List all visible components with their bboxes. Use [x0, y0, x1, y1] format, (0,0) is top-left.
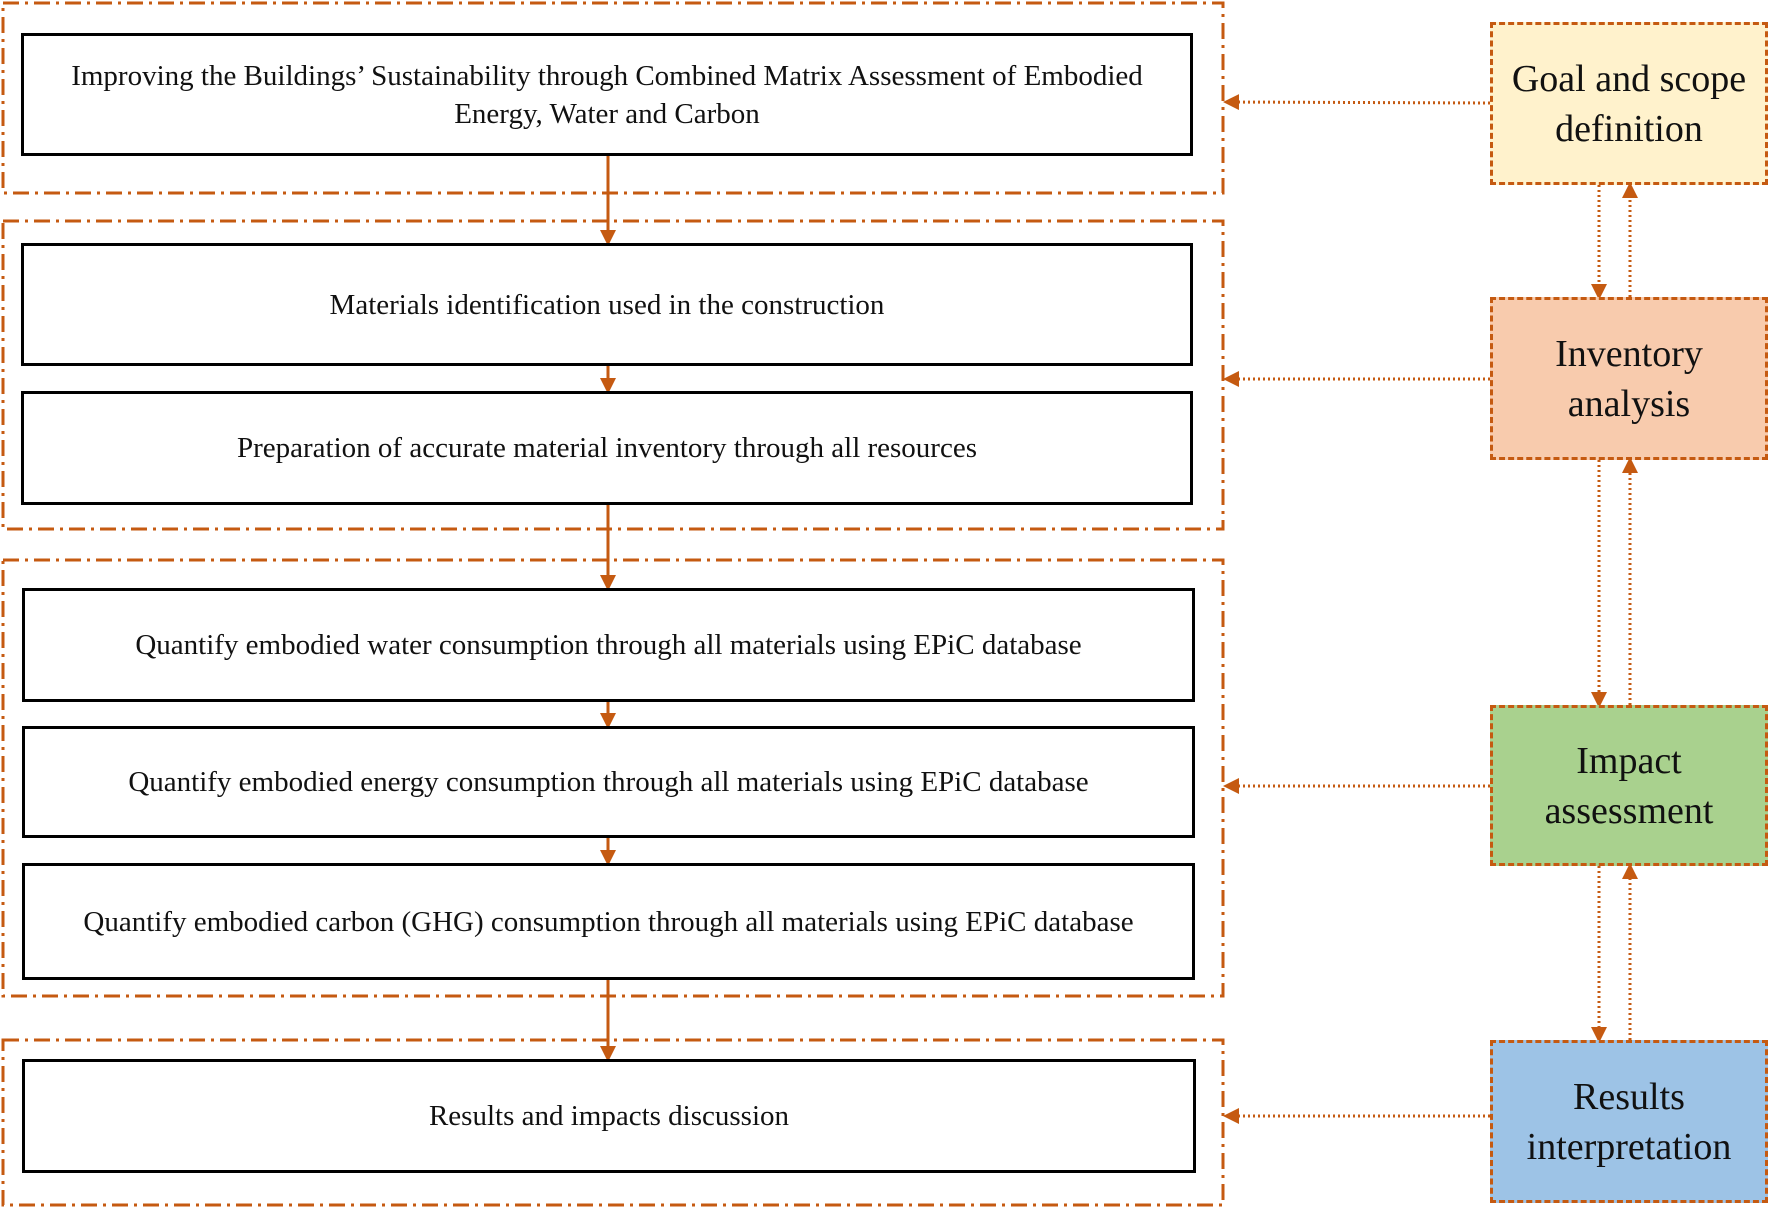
- phase-goal-scope-label: Goal and scope definition: [1511, 57, 1747, 150]
- step-embodied-carbon: Quantify embodied carbon (GHG) consumpti…: [22, 863, 1195, 980]
- phase-results-interpretation: Results interpretation: [1490, 1040, 1768, 1203]
- step-materials-identification-text: Materials identification used in the con…: [329, 288, 885, 321]
- phase-results-interpretation-label: Results interpretation: [1526, 1075, 1732, 1168]
- step-material-inventory-text: Preparation of accurate material invento…: [237, 432, 977, 464]
- step-materials-identification: Materials identification used in the con…: [21, 243, 1193, 366]
- step-title-text: Improving the Buildings’ Sustainability …: [71, 59, 1143, 130]
- step-results-discussion-text: Results and impacts discussion: [428, 1100, 790, 1132]
- step-title: Improving the Buildings’ Sustainability …: [21, 33, 1193, 156]
- phase-impact-assessment: Impact assessment: [1490, 705, 1768, 866]
- phase-goal-scope: Goal and scope definition: [1490, 22, 1768, 185]
- step-embodied-water: Quantify embodied water consumption thro…: [22, 588, 1195, 702]
- step-embodied-energy: Quantify embodied energy consumption thr…: [22, 726, 1195, 838]
- step-embodied-water-text: Quantify embodied water consumption thro…: [135, 629, 1082, 661]
- phase-inventory-analysis-label: Inventory analysis: [1555, 332, 1703, 425]
- group-frame-goal: [1, 1, 1225, 195]
- step-embodied-carbon-text: Quantify embodied carbon (GHG) consumpti…: [83, 905, 1134, 938]
- step-embodied-energy-text: Quantify embodied energy consumption thr…: [128, 766, 1089, 798]
- step-results-discussion: Results and impacts discussion: [22, 1059, 1196, 1173]
- phase-arrow-goal: [1223, 94, 1491, 111]
- step-material-inventory: Preparation of accurate material invento…: [21, 391, 1193, 505]
- phase-inventory-analysis: Inventory analysis: [1490, 297, 1768, 460]
- phase-impact-assessment-label: Impact assessment: [1544, 739, 1714, 832]
